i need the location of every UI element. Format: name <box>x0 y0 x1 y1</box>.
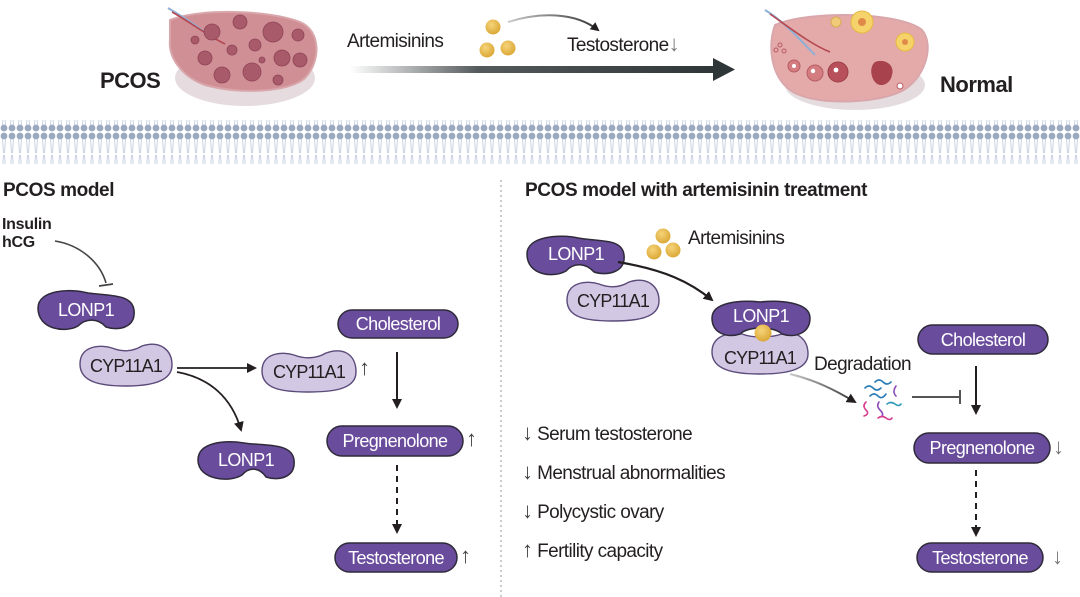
normal-ovary-illustration <box>764 9 929 110</box>
inducers-label: Insulin hCG <box>2 216 52 252</box>
testosterone-left-shape <box>334 542 458 573</box>
cyp-right-shape <box>261 350 357 393</box>
artemisinin-pellets-right <box>646 228 681 260</box>
lonp1-free-label: LONP1 <box>548 244 605 264</box>
arrow-cyp-to-lonp1 <box>176 371 244 432</box>
cholesterol-right-shape <box>917 324 1049 355</box>
cholesterol-right-label: Cholesterol <box>941 330 1025 350</box>
cyp-left-shape <box>79 343 173 387</box>
lonp1-top-label: LONP1 <box>58 300 115 320</box>
lonp1-bottom-label: LONP1 <box>218 450 275 470</box>
outcome-text: Serum testosterone <box>537 424 693 445</box>
down-arrow-icon: ↓ <box>668 31 680 56</box>
inhibition-arrow-insulin <box>54 240 114 287</box>
lonp1-top-shape <box>37 289 135 331</box>
header-drug-label: Artemisinins <box>347 31 444 52</box>
testosterone-right-label: Testosterone <box>932 548 1028 568</box>
outcome-text: Polycystic ovary <box>537 502 664 523</box>
cholesterol-left-shape <box>337 309 459 339</box>
corpus-luteum <box>830 10 915 52</box>
outcome-text: Menstrual abnormalities <box>537 463 726 484</box>
outcome-text: Fertility capacity <box>537 541 663 562</box>
lonp1-free-shape <box>526 235 625 276</box>
cyst-dots <box>190 14 308 86</box>
outcome-arrow-icon: ↓ <box>522 420 533 445</box>
artemisinin-pellets-header <box>479 19 516 58</box>
outcome-arrow-icon: ↓ <box>522 498 533 523</box>
pcos-ovary-illustration <box>167 7 318 106</box>
pregnenolone-right-label: Pregnenolone <box>930 438 1035 458</box>
lonp1-bottom-shape <box>197 441 295 480</box>
right-panel-title: PCOS model with artemisinin treatment <box>525 180 868 201</box>
cyp-up-arrow-icon: ↑ <box>359 355 370 380</box>
cyp-free-shape <box>566 279 660 322</box>
outcomes-list: ↓ Serum testosterone ↓ Menstrual abnorma… <box>522 420 726 576</box>
outcome-item: ↓ Menstrual abnormalities <box>522 459 726 498</box>
arrow-to-complex <box>617 260 714 302</box>
degraded-peptides <box>863 379 902 421</box>
normal-label: Normal <box>940 72 1013 97</box>
cyp-left-label: CYP11A1 <box>90 356 163 376</box>
testosterone-right-shape <box>916 542 1044 573</box>
artemisinin-bound-pellet <box>754 324 772 342</box>
outcome-item: ↓ Polycystic ovary <box>522 498 725 537</box>
cholesterol-left-label: Cholesterol <box>356 314 440 334</box>
outcome-item: ↑ Fertility capacity <box>522 537 725 576</box>
lonp1-bound-shape <box>711 300 811 337</box>
cyp-right-label: CYP11A1 <box>273 362 346 382</box>
pregnenolone-left-shape <box>326 425 464 457</box>
degradation-label: Degradation <box>814 354 912 375</box>
testosterone-left-label: Testosterone <box>348 548 444 568</box>
left-panel-title: PCOS model <box>3 180 115 201</box>
outcome-arrow-icon: ↓ <box>522 459 533 484</box>
cyp-bound-label: CYP11A1 <box>724 348 797 368</box>
drug-effect-curve <box>507 14 600 32</box>
pregnenolone-right-shape <box>913 432 1051 464</box>
treatment-arrow <box>350 58 735 81</box>
header-effect-label: Testosterone↓ <box>567 31 680 57</box>
cell-membrane-band <box>0 120 1080 164</box>
follicles <box>773 42 904 90</box>
header-effect-text: Testosterone <box>567 35 669 56</box>
testosterone-down-arrow-icon: ↓ <box>1052 544 1063 569</box>
pcos-label: PCOS <box>100 68 161 93</box>
right-drug-label: Artemisinins <box>688 228 785 249</box>
lonp1-bound-label: LONP1 <box>733 306 790 326</box>
pregnenolone-down-arrow-icon: ↓ <box>1053 434 1064 459</box>
cyp-free-label: CYP11A1 <box>577 291 650 311</box>
inhibition-degradation-to-pathway <box>912 390 961 404</box>
pregnenolone-up-arrow-icon: ↑ <box>466 426 477 451</box>
hcg-label: hCG <box>2 234 35 251</box>
arrow-to-degradation <box>789 373 857 404</box>
testosterone-up-arrow-icon: ↑ <box>460 543 471 568</box>
outcome-arrow-icon: ↑ <box>522 537 533 562</box>
insulin-label: Insulin <box>2 216 52 233</box>
outcome-item: ↓ Serum testosterone <box>522 420 725 459</box>
pregnenolone-left-label: Pregnenolone <box>343 431 448 451</box>
